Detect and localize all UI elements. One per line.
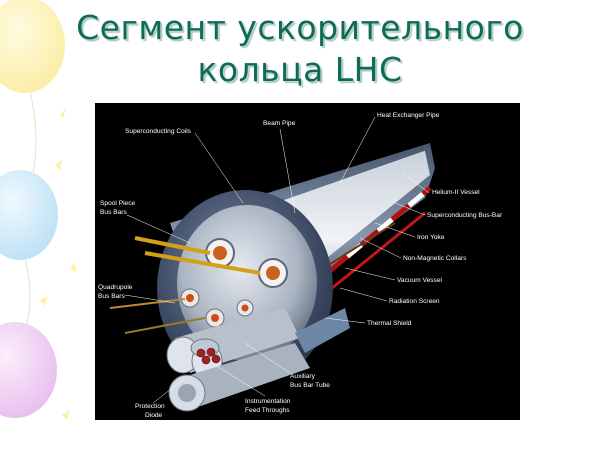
- label-vacuum-vessel: Vacuum Vessel: [397, 277, 442, 284]
- label-heat-exchanger-pipe: Heat Exchanger Pipe: [377, 112, 440, 119]
- label-spool-piece-line1: Spool Piece: [100, 200, 136, 207]
- leader-lines: [124, 116, 430, 404]
- label-helium-vessel: Helium-II Vessel: [432, 189, 480, 196]
- label-protection-line1: Protection: [135, 403, 165, 410]
- lhc-dipole-cross-section-diagram: Superconducting Coils Beam Pipe Heat Exc…: [95, 103, 520, 420]
- label-instrumentation-line2: Feed Throughs: [245, 407, 290, 414]
- label-beam-pipe: Beam Pipe: [263, 120, 296, 127]
- label-iron-yoke: Iron Yoke: [417, 234, 445, 241]
- label-auxiliary-line1: Auxiliary: [290, 373, 316, 380]
- slide-title-line-2: кольца LHC: [197, 50, 403, 89]
- label-protection-line2: Diode: [145, 412, 163, 419]
- label-non-magnetic-collars: Non-Magnetic Collars: [403, 255, 467, 262]
- label-radiation-screen: Radiation Screen: [389, 298, 440, 305]
- label-auxiliary-line2: Bus Bar Tube: [290, 382, 330, 389]
- label-quadrupole-line1: Quadrupole: [98, 284, 133, 291]
- auxiliary-tubes: [166, 308, 310, 412]
- label-instrumentation-line1: Instrumentation: [245, 398, 291, 405]
- label-thermal-shield: Thermal Shield: [367, 320, 412, 327]
- label-superconducting-bus-bar: Superconducting Bus-Bar: [427, 212, 503, 219]
- label-spool-piece-line2: Bus Bars: [100, 209, 127, 216]
- slide-title-line-1: Сегмент ускорительного: [76, 8, 524, 47]
- label-quadrupole-line2: Bus Bars: [98, 293, 125, 300]
- label-superconducting-coils: Superconducting Coils: [125, 128, 192, 135]
